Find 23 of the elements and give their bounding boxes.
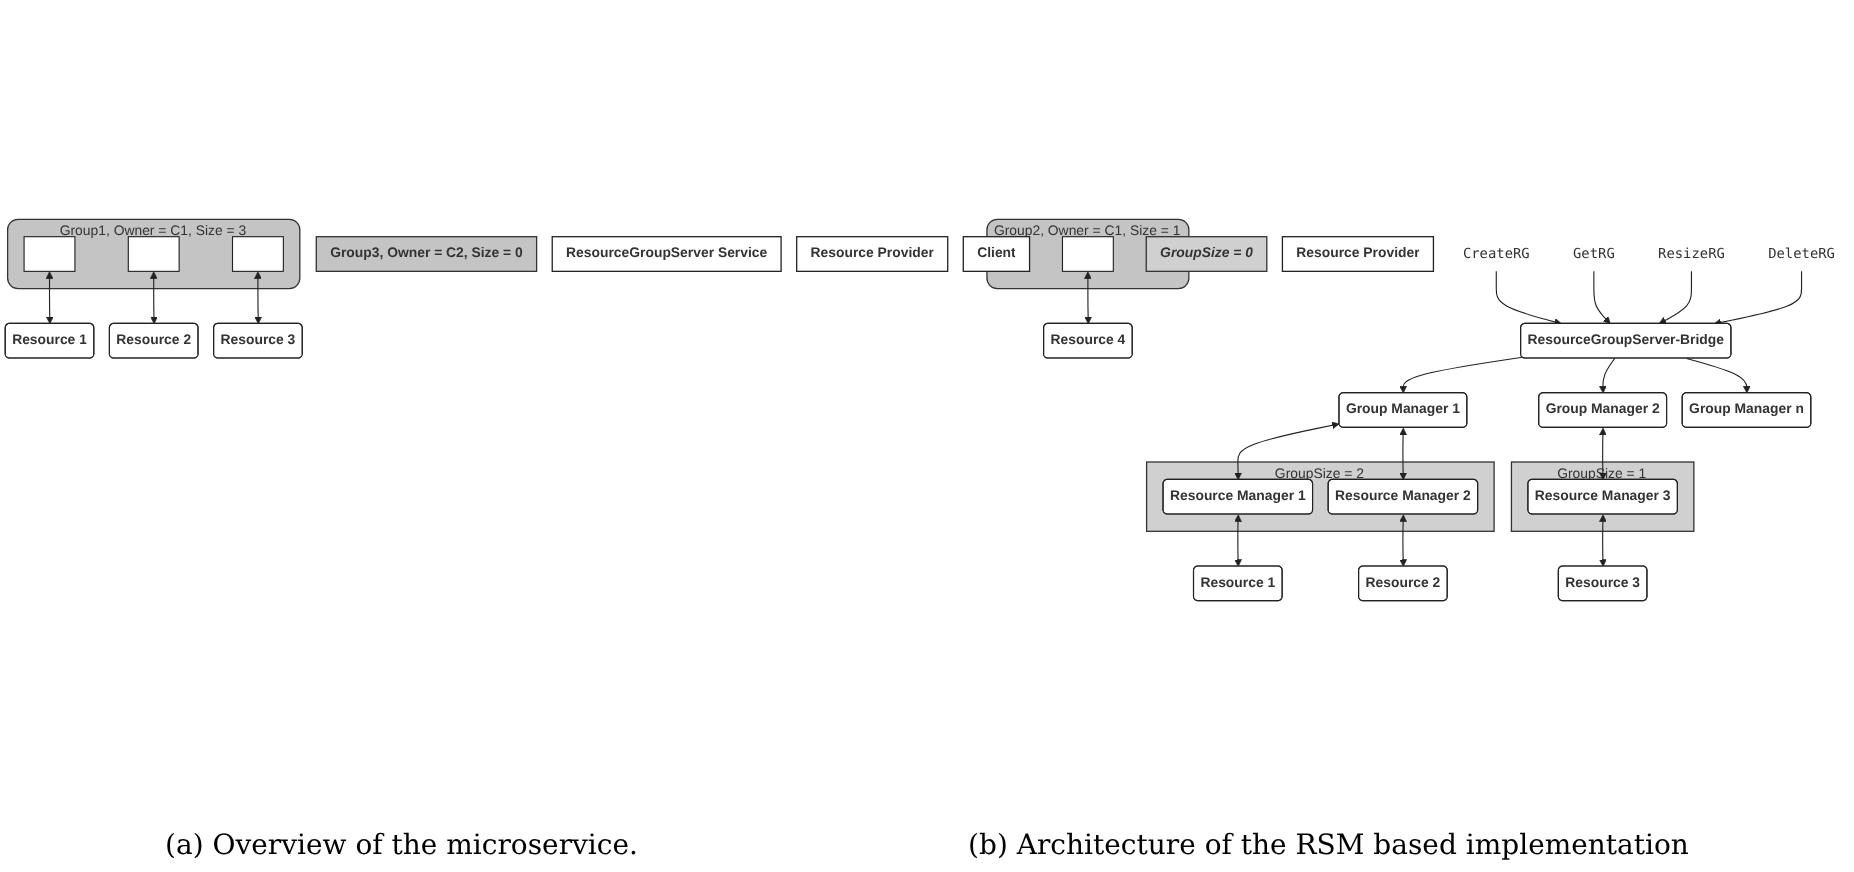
arrow	[1399, 514, 1407, 567]
arrow	[1399, 427, 1407, 481]
node-box	[127, 236, 180, 272]
arrow	[1658, 270, 1692, 325]
node-box	[1061, 236, 1114, 272]
arrow	[1234, 421, 1340, 481]
arrow	[1599, 514, 1607, 567]
arrow	[1084, 271, 1092, 325]
arrow	[45, 271, 54, 325]
arrow	[1593, 270, 1611, 325]
arrow	[1599, 427, 1607, 481]
arrow	[149, 271, 158, 325]
node-box	[231, 236, 284, 272]
arrow	[1599, 357, 1616, 394]
caption-text: (b) Architecture of the RSM based implementation	[968, 830, 1689, 862]
arrow	[1495, 270, 1562, 326]
node-box	[23, 236, 76, 272]
caption-text: (a) Overview of the microservice.	[165, 830, 638, 862]
arrow	[1713, 270, 1803, 327]
arrow	[1234, 514, 1242, 567]
arrow	[1399, 356, 1523, 394]
arrow	[1686, 357, 1751, 394]
arrow	[254, 271, 262, 325]
